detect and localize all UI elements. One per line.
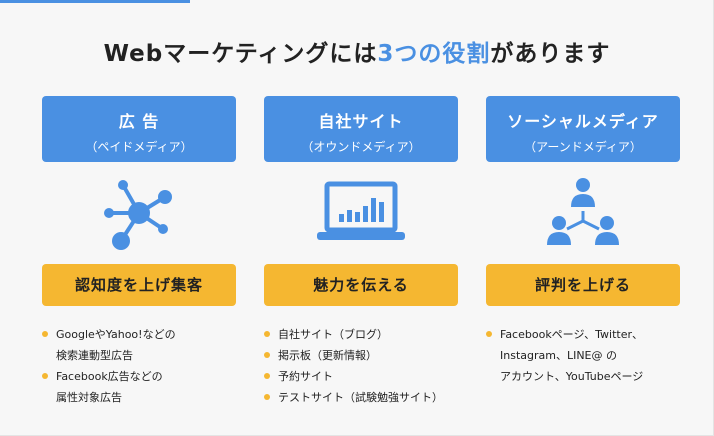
column-name: 広 告 xyxy=(118,112,160,131)
page-title: Webマーケティングには3つの役割があります xyxy=(0,34,714,68)
people-share-icon xyxy=(486,162,680,264)
bullet-list: GoogleやYahoo!などの検索連動型広告 Facebook広告などの属性対… xyxy=(42,324,176,408)
list-item: 掲示板（更新情報） xyxy=(264,345,443,366)
title-suffix: があります xyxy=(490,41,611,67)
column-header: 広 告 （ペイドメディア） xyxy=(42,96,236,162)
list-item: Facebook広告などの属性対象広告 xyxy=(42,366,176,408)
column-name: ソーシャルメディア xyxy=(507,112,659,131)
title-prefix: Webマーケティングには xyxy=(103,41,378,67)
list-item: Facebookページ、Twitter、Instagram、LINE@ のアカウ… xyxy=(486,324,686,387)
column-subtitle: （アーンドメディア） xyxy=(524,140,642,154)
column-earned-media: ソーシャルメディア （アーンドメディア） 評判を上げ xyxy=(486,96,680,383)
column-goal: 評判を上げる xyxy=(486,264,680,306)
column-paid-media: 広 告 （ペイドメディア） xyxy=(42,96,236,404)
laptop-chart-icon xyxy=(264,162,458,264)
bullet-list: 自社サイト（ブログ） 掲示板（更新情報） 予約サイト テストサイト（試験勉強サイ… xyxy=(264,324,443,408)
list-item: テストサイト（試験勉強サイト） xyxy=(264,387,443,408)
column-header: ソーシャルメディア （アーンドメディア） xyxy=(486,96,680,162)
list-item: 予約サイト xyxy=(264,366,443,387)
column-name: 自社サイト xyxy=(318,112,404,131)
bullet-list: Facebookページ、Twitter、Instagram、LINE@ のアカウ… xyxy=(486,324,686,387)
column-owned-media: 自社サイト （オウンドメディア） 魅力を伝える 自社サイト（ブログ） 掲示板（更… xyxy=(264,96,458,404)
column-subtitle: （オウンドメディア） xyxy=(301,140,421,154)
list-item: GoogleやYahoo!などの検索連動型広告 xyxy=(42,324,176,366)
column-subtitle: （ペイドメディア） xyxy=(85,140,193,154)
list-item: 自社サイト（ブログ） xyxy=(264,324,443,345)
network-icon xyxy=(42,162,236,264)
column-header: 自社サイト （オウンドメディア） xyxy=(264,96,458,162)
top-accent-line xyxy=(0,0,190,3)
column-goal: 魅力を伝える xyxy=(264,264,458,306)
title-accent: 3つの役割 xyxy=(377,41,491,67)
column-goal: 認知度を上げ集客 xyxy=(42,264,236,306)
